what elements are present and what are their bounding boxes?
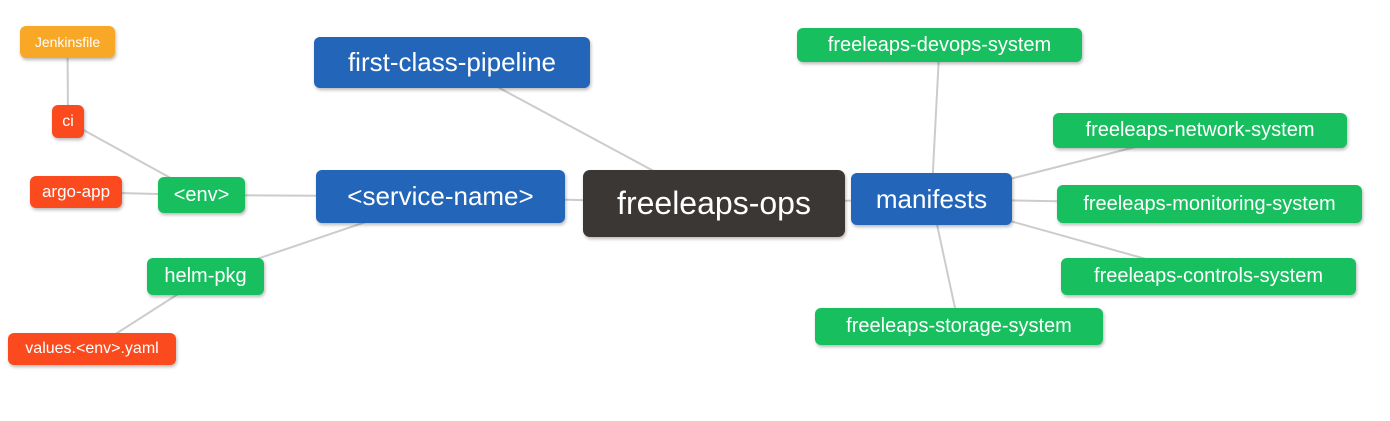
- mindmap-node-values-env-yaml[interactable]: values.<env>.yaml: [8, 333, 176, 365]
- mindmap-node-helm-pkg[interactable]: helm-pkg: [147, 258, 264, 295]
- mindmap-node-manifests[interactable]: manifests: [851, 173, 1012, 225]
- mindmap-node-jenkinsfile[interactable]: Jenkinsfile: [20, 26, 115, 58]
- mindmap-node-freeleaps-network-system[interactable]: freeleaps-network-system: [1053, 113, 1347, 148]
- mindmap-node-freeleaps-controls-system[interactable]: freeleaps-controls-system: [1061, 258, 1356, 295]
- mindmap-node-freeleaps-monitoring-system[interactable]: freeleaps-monitoring-system: [1057, 185, 1362, 223]
- mindmap-node-freeleaps-devops-system[interactable]: freeleaps-devops-system: [797, 28, 1082, 62]
- mindmap-node-freeleaps-ops[interactable]: freeleaps-ops: [583, 170, 845, 237]
- mindmap-node-freeleaps-storage-system[interactable]: freeleaps-storage-system: [815, 308, 1103, 345]
- mindmap-node-argo-app[interactable]: argo-app: [30, 176, 122, 208]
- mindmap-node-env[interactable]: <env>: [158, 177, 245, 213]
- mindmap-node-first-class-pipeline[interactable]: first-class-pipeline: [314, 37, 590, 88]
- mindmap-node-service-name[interactable]: <service-name>: [316, 170, 565, 223]
- mindmap-node-ci[interactable]: ci: [52, 105, 84, 138]
